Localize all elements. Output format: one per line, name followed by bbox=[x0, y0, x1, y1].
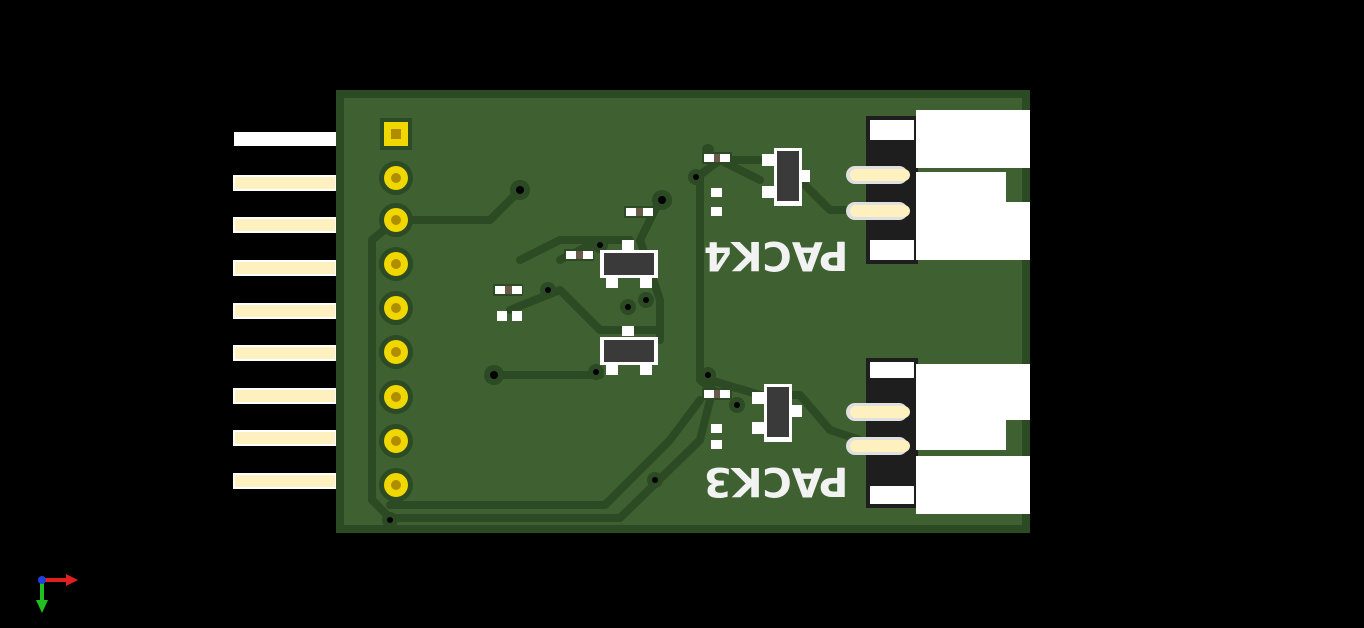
pin-header-bodies bbox=[233, 132, 337, 489]
silkscreen-pack3-label: PACK3 bbox=[704, 458, 849, 504]
header-pads bbox=[379, 118, 413, 502]
sot23-q3 bbox=[762, 148, 810, 206]
sot23-q1 bbox=[600, 240, 658, 288]
axes-gizmo-icon bbox=[36, 574, 78, 613]
sot23-q4 bbox=[752, 384, 802, 442]
smd-resistors bbox=[493, 152, 732, 400]
connector-pack4-body bbox=[846, 110, 1030, 264]
vias bbox=[382, 144, 745, 528]
connector-pack3-body bbox=[846, 358, 1030, 514]
sot23-q2 bbox=[600, 326, 658, 375]
silkscreen-pack4-label: PACK4 bbox=[704, 232, 849, 278]
smd-pads bbox=[497, 188, 722, 449]
